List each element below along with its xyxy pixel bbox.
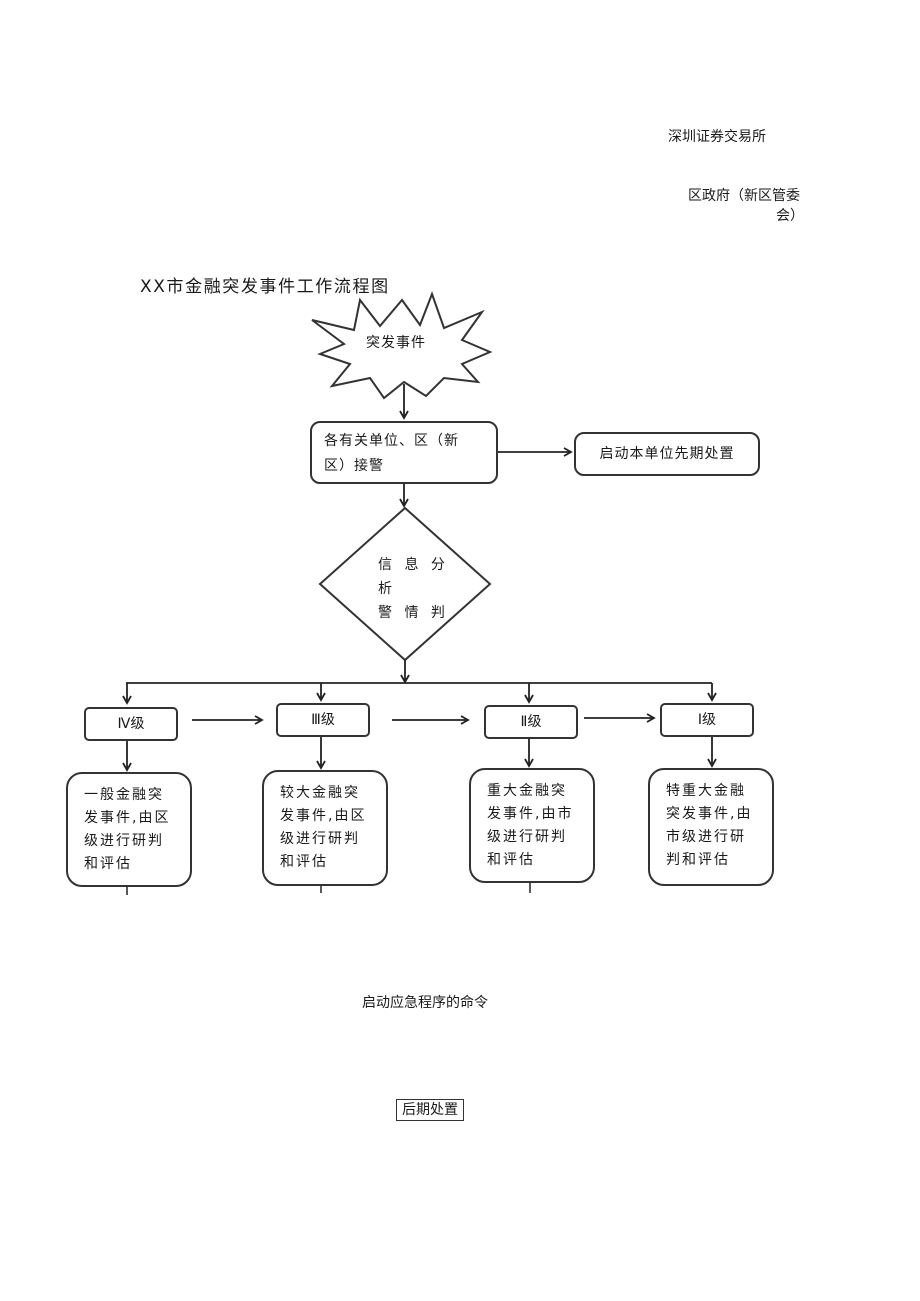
level-3-desc-line: 级进行研判 — [280, 831, 360, 847]
level-2-desc-line: 和评估 — [487, 852, 535, 868]
level-3-desc-line: 较大金融突 — [280, 785, 360, 801]
note-district-government: 区政府（新区管委 会） — [688, 186, 818, 226]
level-3-desc-line: 和评估 — [280, 854, 328, 870]
level-1-box: Ⅰ级 — [660, 703, 754, 737]
diagram-title: XX市金融突发事件工作流程图 — [140, 277, 390, 297]
level-3-desc-line: 发事件,由区 — [280, 808, 367, 824]
emergency-command-text: 启动应急程序的命令 — [362, 995, 488, 1011]
analysis-line1: 信 息 分 — [378, 557, 449, 573]
start-unit-box: 启动本单位先期处置 — [574, 432, 760, 476]
analysis-line2: 析 — [378, 581, 396, 597]
note-gov-line2: 会） — [776, 208, 804, 224]
event-label: 突发事件 — [366, 335, 426, 351]
note-gov-line1: 区政府（新区管委 — [688, 188, 800, 204]
level-1-description: 特重大金融 突发事件,由 市级进行研 判和评估 — [648, 768, 774, 886]
event-burst-shape — [311, 291, 493, 400]
level-4-desc-line: 级进行研判 — [84, 833, 164, 849]
level-2-desc-line: 重大金融突 — [487, 783, 567, 799]
receive-line2: 区）接警 — [324, 458, 384, 474]
level-1-desc-line: 突发事件,由 — [666, 806, 753, 822]
level-3-description: 较大金融突 发事件,由区 级进行研判 和评估 — [262, 770, 388, 886]
level-2-description: 重大金融突 发事件,由市 级进行研判 和评估 — [469, 768, 595, 883]
level-1-desc-line: 判和评估 — [666, 852, 730, 868]
level-4-description: 一般金融突 发事件,由区 级进行研判 和评估 — [66, 772, 192, 887]
level-1-desc-line: 市级进行研 — [666, 829, 746, 845]
post-disposal-box: 后期处置 — [396, 1099, 464, 1121]
analysis-diamond-shape — [318, 506, 492, 662]
level-1-desc-line: 特重大金融 — [666, 783, 746, 799]
level-2-desc-line: 发事件,由市 — [487, 806, 574, 822]
note-exchange: 深圳证券交易所 — [668, 129, 766, 145]
receive-line1: 各有关单位、区（新 — [324, 433, 459, 449]
level-2-desc-line: 级进行研判 — [487, 829, 567, 845]
level-3-box: Ⅲ级 — [276, 703, 370, 737]
level-4-desc-line: 发事件,由区 — [84, 810, 171, 826]
level-4-box: Ⅳ级 — [84, 707, 178, 741]
level-2-box: Ⅱ级 — [484, 705, 578, 739]
level-4-desc-line: 一般金融突 — [84, 787, 164, 803]
receive-alarm-box: 各有关单位、区（新 区）接警 — [310, 421, 498, 484]
analysis-line3: 警 情 判 — [378, 605, 449, 621]
level-4-desc-line: 和评估 — [84, 856, 132, 872]
